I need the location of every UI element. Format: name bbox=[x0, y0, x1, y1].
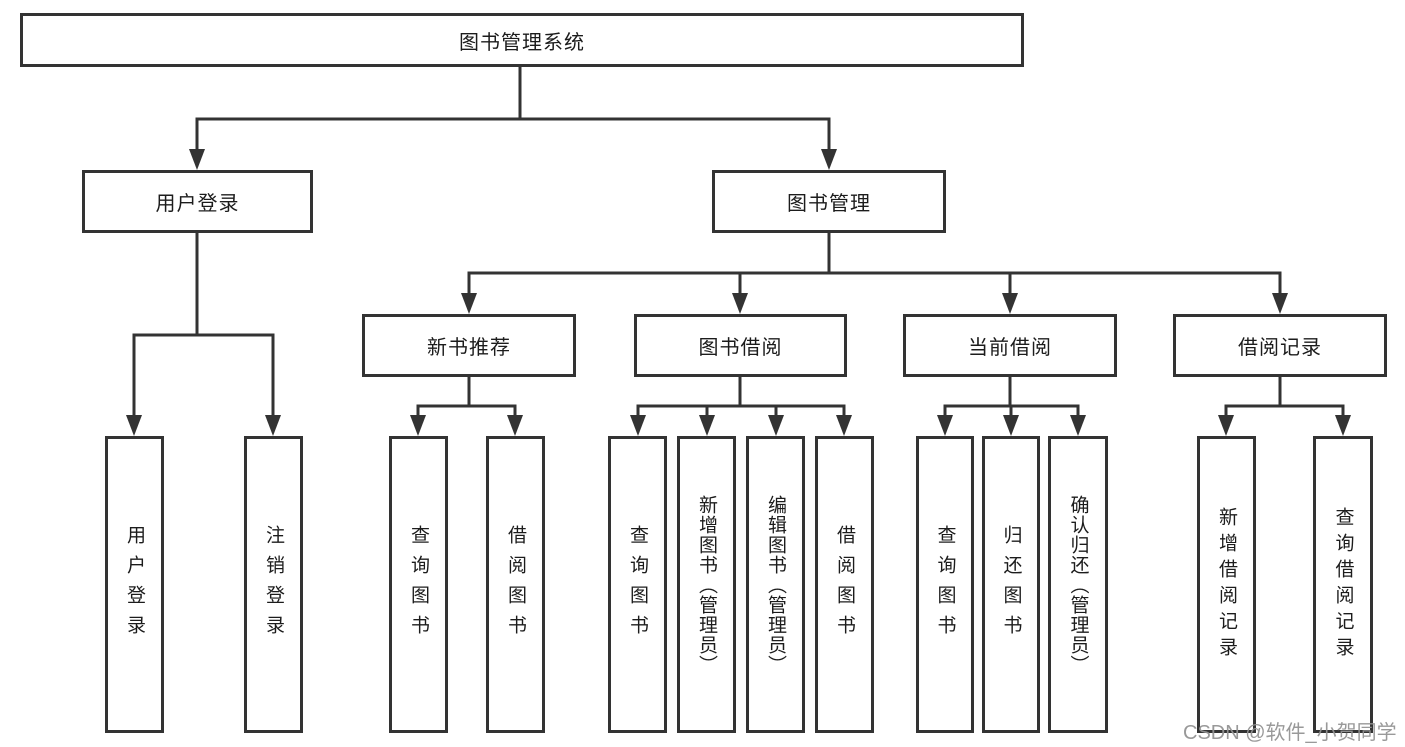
arrowhead-down-icon bbox=[1002, 293, 1018, 314]
arrowhead-down-icon bbox=[461, 293, 477, 314]
node-label: 当前借阅 bbox=[968, 337, 1052, 359]
node-leaf-query-book-cur: 查询图书 bbox=[916, 436, 974, 733]
node-leaf-return-book: 归还图书 bbox=[982, 436, 1040, 733]
node-label: 查询借阅记录 bbox=[1332, 506, 1354, 663]
arrowhead-down-icon bbox=[126, 415, 142, 436]
node-leaf-borrow-book: 借阅图书 bbox=[815, 436, 874, 733]
node-label: 归还图书 bbox=[1000, 524, 1022, 645]
connector-root-split bbox=[189, 67, 837, 170]
connector-book-mgmt-split bbox=[461, 233, 1288, 314]
node-leaf-borrow-book-new: 借阅图书 bbox=[486, 436, 545, 733]
arrowhead-down-icon bbox=[630, 415, 646, 436]
node-label: 借阅图书 bbox=[505, 524, 526, 645]
node-leaf-query-record: 查询借阅记录 bbox=[1313, 436, 1373, 733]
node-leaf-user-login: 用户登录 bbox=[105, 436, 164, 733]
node-leaf-add-record: 新增借阅记录 bbox=[1197, 436, 1256, 733]
node-label: 确认归还（管理员） bbox=[1067, 494, 1089, 675]
arrowhead-down-icon bbox=[410, 415, 426, 436]
arrowhead-down-icon bbox=[1003, 415, 1019, 436]
node-label: 借阅记录 bbox=[1238, 337, 1322, 359]
node-module-book-borrow: 图书借阅 bbox=[634, 314, 847, 377]
connector-book-borrow-split bbox=[630, 377, 852, 436]
arrowhead-down-icon bbox=[732, 293, 748, 314]
node-module-user-login: 用户登录 bbox=[82, 170, 313, 233]
connector-borrow-record-split bbox=[1218, 377, 1351, 436]
arrowhead-down-icon bbox=[1272, 293, 1288, 314]
node-leaf-confirm-return: 确认归还（管理员） bbox=[1048, 436, 1108, 733]
arrowhead-down-icon bbox=[821, 149, 837, 170]
arrowhead-down-icon bbox=[699, 415, 715, 436]
node-label: 用户登录 bbox=[124, 524, 145, 645]
node-label: 查询图书 bbox=[627, 524, 648, 645]
node-label: 图书管理系统 bbox=[459, 31, 585, 54]
watermark-text: CSDN @软件_小贺同学 bbox=[1183, 722, 1397, 744]
node-leaf-query-book-borrow: 查询图书 bbox=[608, 436, 667, 733]
node-label: 用户登录 bbox=[155, 193, 240, 215]
arrowhead-down-icon bbox=[836, 415, 852, 436]
node-leaf-add-book-admin: 新增图书（管理员） bbox=[677, 436, 736, 733]
node-leaf-edit-book-admin: 编辑图书（管理员） bbox=[746, 436, 805, 733]
node-label: 图书借阅 bbox=[698, 337, 783, 359]
node-root-system: 图书管理系统 bbox=[20, 13, 1024, 67]
node-module-book-management: 图书管理 bbox=[712, 170, 946, 233]
arrowhead-down-icon bbox=[768, 415, 784, 436]
arrowhead-down-icon bbox=[937, 415, 953, 436]
node-label: 查询图书 bbox=[408, 524, 429, 645]
connector-user-login-split bbox=[126, 233, 281, 436]
node-label: 查询图书 bbox=[934, 524, 956, 645]
node-label: 新增图书（管理员） bbox=[696, 494, 717, 675]
connector-current-borrow-split bbox=[937, 377, 1086, 436]
connector-new-book-split bbox=[410, 377, 523, 436]
node-label: 新书推荐 bbox=[427, 337, 511, 359]
node-leaf-query-book-new: 查询图书 bbox=[389, 436, 448, 733]
arrowhead-down-icon bbox=[265, 415, 281, 436]
node-label: 注销登录 bbox=[263, 524, 284, 645]
arrowhead-down-icon bbox=[1218, 415, 1234, 436]
arrowhead-down-icon bbox=[1070, 415, 1086, 436]
node-label: 图书管理 bbox=[787, 193, 871, 215]
node-label: 借阅图书 bbox=[834, 524, 855, 645]
arrowhead-down-icon bbox=[507, 415, 523, 436]
arrowhead-down-icon bbox=[1335, 415, 1351, 436]
node-module-new-book: 新书推荐 bbox=[362, 314, 576, 377]
node-module-borrow-record: 借阅记录 bbox=[1173, 314, 1387, 377]
node-label: 新增借阅记录 bbox=[1216, 506, 1237, 663]
node-leaf-logout: 注销登录 bbox=[244, 436, 303, 733]
node-module-current-borrow: 当前借阅 bbox=[903, 314, 1117, 377]
node-label: 编辑图书（管理员） bbox=[765, 494, 786, 675]
arrowhead-down-icon bbox=[189, 149, 205, 170]
